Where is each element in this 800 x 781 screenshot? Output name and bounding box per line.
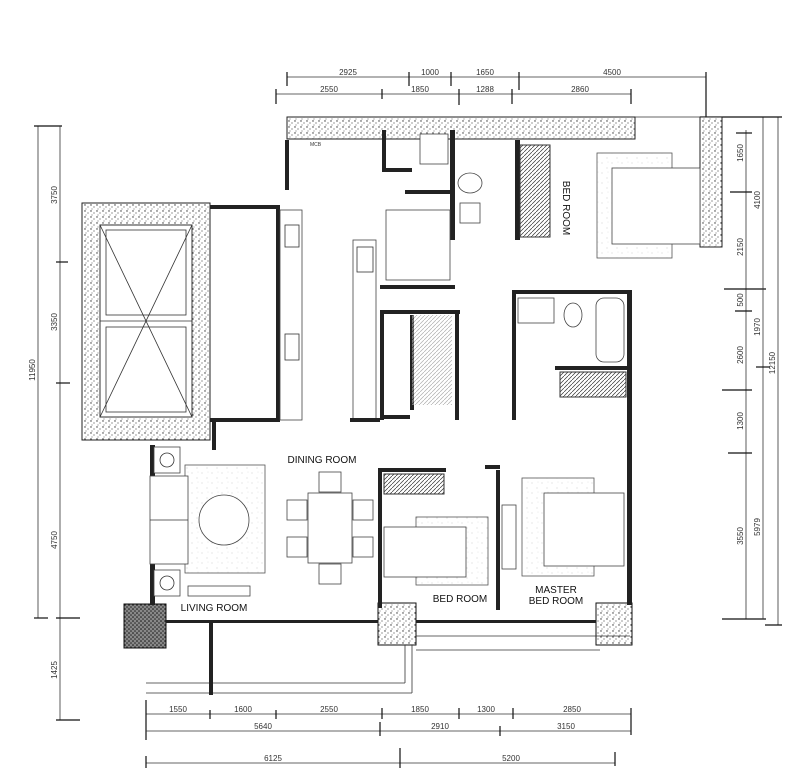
dimension-bottom: 1550 1600 2550 1850 1300 2850 5640 2910 …	[145, 700, 632, 768]
furniture	[149, 152, 701, 597]
room-label-master-line1: MASTER	[535, 585, 577, 596]
mcb-label: MCB	[310, 142, 322, 148]
dim-label: 2860	[571, 85, 589, 94]
room-label-master-line2: BED ROOM	[529, 596, 583, 607]
dim-label: 2910	[431, 722, 449, 731]
dim-label: 3350	[50, 313, 59, 331]
dim-label: 2600	[736, 346, 745, 364]
dim-label: 4500	[603, 68, 621, 77]
dim-label: 2150	[736, 238, 745, 256]
dim-label: 4750	[50, 531, 59, 549]
room-label-dining: DINING ROOM	[288, 455, 357, 466]
dim-label: 1300	[736, 412, 745, 430]
dim-label: 1850	[411, 85, 429, 94]
dimension-right: 1650 2150 500 2600 1300 3550 4100 1970 5…	[700, 116, 782, 626]
structural-walls	[81, 116, 723, 695]
dim-label: 1650	[476, 68, 494, 77]
dim-label: 2850	[563, 705, 581, 714]
dim-label: 500	[736, 293, 745, 307]
dim-label: 1600	[234, 705, 252, 714]
dim-label: 3550	[736, 527, 745, 545]
room-label-top-bedroom: BED ROOM	[560, 181, 571, 235]
dim-label: 12150	[768, 351, 777, 374]
dim-label: 1300	[477, 705, 495, 714]
dim-label: 4100	[753, 191, 762, 209]
dim-label: 2925	[339, 68, 357, 77]
dim-label: 1000	[421, 68, 439, 77]
dim-label: 1288	[476, 85, 494, 94]
dim-label: 11950	[28, 359, 37, 381]
dimension-top-row-1: 2925 1000 1650 4500	[286, 68, 707, 117]
dim-label: 6125	[264, 754, 282, 763]
dim-label: 1850	[411, 705, 429, 714]
room-label-bedroom: BED ROOM	[433, 594, 487, 605]
dim-label: 5200	[502, 754, 520, 763]
dim-label: 2550	[320, 705, 338, 714]
dimension-left: 11950 3750 3350 4750 1425	[28, 125, 80, 721]
dim-label: 5979	[753, 518, 762, 536]
dim-label: 3150	[557, 722, 575, 731]
dim-label: 1425	[50, 661, 59, 679]
dimension-top-row-2: 2550 1850 1288 2860	[275, 85, 632, 105]
dim-label: 1650	[736, 144, 745, 162]
dim-label: 1550	[169, 705, 187, 714]
room-label-living: LIVING ROOM	[181, 603, 248, 614]
dim-label: 1970	[753, 318, 762, 336]
dim-label: 3750	[50, 186, 59, 204]
dim-label: 2550	[320, 85, 338, 94]
dim-label: 5640	[254, 722, 272, 731]
